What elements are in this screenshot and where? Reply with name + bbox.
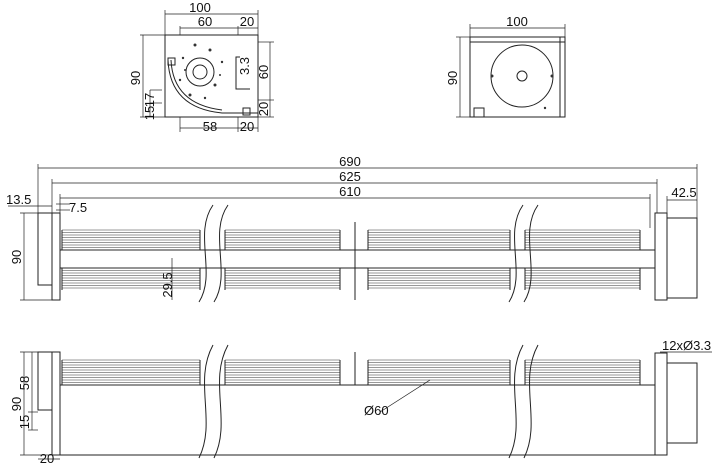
motor-dim-height: 90 (445, 71, 460, 85)
side-view: 100 60 20 90 17 15 58 20 60 20 3.3 (128, 0, 274, 134)
dim-left-a: 17 (142, 93, 157, 107)
dim-height: 90 (128, 71, 143, 85)
bottom-dim-diameter: Ø60 (364, 403, 389, 418)
dim-impeller: 610 (339, 184, 361, 199)
dim-height: 90 (9, 250, 24, 264)
break-line (198, 204, 214, 303)
bottom-dim-height: 90 (9, 397, 24, 411)
bottom-view: 90 58 15 20 12xØ3.3 Ø60 (9, 338, 712, 465)
dim-right-upper: 60 (256, 65, 271, 79)
break-line (508, 344, 524, 459)
dim-top-inner: 60 (198, 14, 212, 29)
break-line (523, 204, 539, 303)
break-line (198, 344, 214, 459)
dim-between-plates: 625 (339, 169, 361, 184)
dim-slot: 3.3 (237, 57, 252, 75)
dim-motor: 42.5 (671, 185, 696, 200)
motor-view: 100 90 (445, 14, 566, 118)
bottom-dim-upper: 58 (17, 376, 32, 390)
break-line (213, 204, 229, 303)
dim-bottom-inner: 58 (203, 119, 217, 134)
dim-shaft-offset: 29.5 (160, 272, 175, 297)
break-line (213, 344, 229, 459)
bottom-dim-holes: 12xØ3.3 (662, 338, 711, 353)
bottom-dim-lower: 15 (17, 415, 32, 429)
dim-width: 100 (189, 0, 211, 15)
dim-bottom-right: 20 (240, 119, 254, 134)
dim-right-lower: 20 (256, 102, 271, 116)
dim-offset: 7.5 (69, 200, 87, 215)
bottom-dim-flange: 20 (40, 451, 54, 465)
break-line (523, 344, 539, 459)
break-lines (198, 204, 539, 459)
front-view: 690 625 610 42.5 13.5 7.5 90 29.5 (6, 154, 698, 301)
dim-plate: 13.5 (6, 192, 31, 207)
dim-left-b: 15 (142, 106, 157, 120)
motor-dim-width: 100 (506, 14, 528, 29)
dim-top-right: 20 (240, 14, 254, 29)
break-line (508, 204, 524, 303)
dim-overall: 690 (339, 154, 361, 169)
